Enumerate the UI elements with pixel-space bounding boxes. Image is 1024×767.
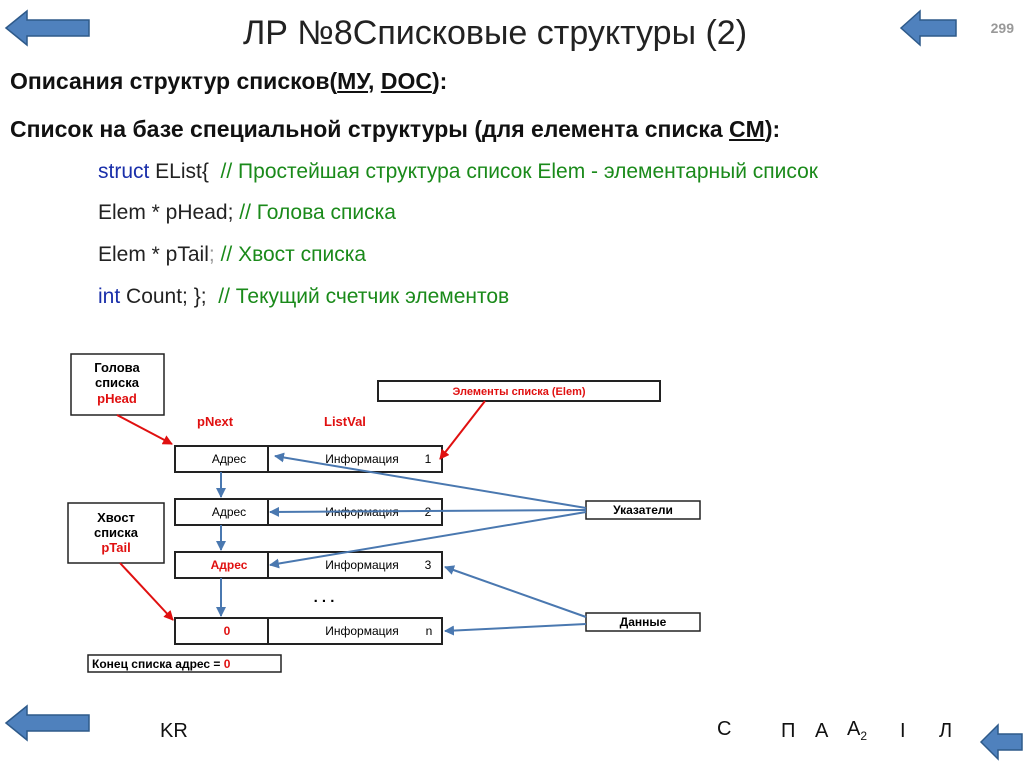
footer-kr-link[interactable]: KR bbox=[160, 720, 188, 742]
back-arrow-bottom-right[interactable] bbox=[978, 722, 1024, 762]
footer-link-i[interactable]: I bbox=[900, 720, 906, 742]
tail-box: Хвост списка pTail bbox=[67, 502, 165, 564]
ptail-arrow bbox=[119, 562, 174, 621]
heading-text: Описания структур списков( bbox=[10, 68, 338, 94]
back-arrow-top-right[interactable] bbox=[898, 8, 960, 48]
data-arrow-2 bbox=[444, 623, 587, 636]
heading-sep: , bbox=[368, 68, 381, 94]
code-comment: // Хвост списка bbox=[214, 243, 367, 266]
column-listval-label: ListVal bbox=[324, 414, 366, 429]
elements-label: Элементы списка (Elem) bbox=[377, 380, 661, 402]
element-info: Информация bbox=[325, 624, 398, 638]
pointers-label-text: Указатели bbox=[613, 503, 673, 517]
head-box-line1: Голова bbox=[94, 360, 140, 375]
element-index: 3 bbox=[425, 558, 432, 572]
code-comment: // Простейшая структура список Elem - эл… bbox=[220, 160, 818, 183]
ellipsis: . . . bbox=[314, 589, 335, 606]
head-box-line3: pHead bbox=[97, 391, 137, 406]
footer-link-l[interactable]: Л bbox=[939, 720, 953, 742]
heading-suffix: ): bbox=[764, 116, 781, 142]
list-element-n: 0 Информация n bbox=[174, 617, 443, 645]
elements-label-text: Элементы списка (Elem) bbox=[452, 386, 585, 398]
phead-arrow bbox=[116, 414, 173, 445]
element-address: 0 bbox=[224, 624, 231, 638]
page-number: 299 bbox=[990, 20, 1014, 36]
footer-link-a[interactable]: А bbox=[815, 720, 829, 742]
pointers-label: Указатели bbox=[585, 500, 701, 520]
list-element-3: Адрес Информация 3 bbox=[174, 551, 443, 579]
column-pnext-label: pNext bbox=[197, 414, 234, 429]
svg-text:Конец списка адрес = 0: Конец списка адрес = 0 bbox=[92, 657, 231, 671]
end-note-value: 0 bbox=[224, 657, 231, 671]
slide-title: ЛР №8Списковые структуры (2) bbox=[242, 14, 748, 52]
footer-link-p[interactable]: П bbox=[781, 720, 796, 742]
pointer-arrow-1 bbox=[274, 452, 587, 509]
element-index: 1 bbox=[425, 452, 432, 466]
code-text: EList{ bbox=[149, 160, 221, 183]
code-line-1: struct EList{ // Простейшая структура сп… bbox=[98, 160, 818, 184]
list-element-1: Адрес Информация 1 bbox=[174, 445, 443, 473]
code-comment: // Текущий счетчик элементов bbox=[218, 285, 510, 308]
link-cm[interactable]: CM bbox=[729, 116, 765, 142]
code-line-2: Elem * pHead; // Голова списка bbox=[98, 201, 396, 225]
heading-special-structure: Список на базе специальной структуры (дл… bbox=[10, 116, 780, 143]
heading-suffix: ): bbox=[431, 68, 448, 94]
data-arrow-1 bbox=[444, 565, 587, 618]
element-index: n bbox=[426, 624, 433, 638]
tail-box-line2: списка bbox=[94, 525, 139, 540]
element-address: Адрес bbox=[212, 505, 246, 519]
code-text: Count; }; bbox=[120, 285, 219, 308]
footer-link-a2-letter: А bbox=[847, 718, 861, 740]
footer-link-a2[interactable]: А2 bbox=[847, 718, 867, 743]
end-of-list-note: Конец списка адрес = 0 bbox=[87, 654, 282, 673]
element-info: Информация bbox=[325, 558, 398, 572]
back-arrow-top-left[interactable] bbox=[3, 8, 93, 48]
code-text: Elem * pHead; bbox=[98, 201, 240, 224]
head-box-line2: списка bbox=[95, 375, 140, 390]
tail-box-line1: Хвост bbox=[97, 510, 135, 525]
pointer-arrow-3 bbox=[269, 511, 587, 569]
element-address: Адрес bbox=[212, 452, 246, 466]
back-arrow-bottom-left[interactable] bbox=[3, 703, 93, 743]
code-comment: // Голова списка bbox=[239, 201, 396, 224]
element-info: Информация bbox=[325, 452, 398, 466]
head-box: Голова списка pHead bbox=[70, 353, 165, 416]
keyword-int: int bbox=[98, 285, 121, 308]
code-line-4: int Count; }; // Текущий счетчик элемент… bbox=[98, 285, 509, 309]
code-line-3: Elem * pTail; // Хвост списка bbox=[98, 243, 366, 267]
heading-descriptions: Описания структур списков(МУ, DOC): bbox=[10, 68, 447, 95]
link-mu[interactable]: МУ bbox=[337, 68, 369, 94]
data-label: Данные bbox=[585, 612, 701, 632]
code-semicolon: ; bbox=[208, 243, 215, 266]
end-note-text: Конец списка адрес = bbox=[92, 657, 224, 671]
link-doc[interactable]: DOC bbox=[380, 68, 432, 94]
footer-link-c[interactable]: С bbox=[717, 718, 732, 740]
heading-text: Список на базе специальной структуры (дл… bbox=[10, 116, 730, 142]
linked-list-diagram: Голова списка pHead Хвост списка pTail Э… bbox=[67, 353, 701, 673]
element-index: 2 bbox=[425, 505, 432, 519]
footer-link-a2-sub: 2 bbox=[860, 729, 868, 743]
element-address: Адрес bbox=[211, 558, 248, 572]
keyword-struct: struct bbox=[98, 160, 150, 183]
tail-box-line3: pTail bbox=[101, 540, 130, 555]
code-text: Elem * pTail bbox=[98, 243, 209, 266]
data-label-text: Данные bbox=[620, 615, 667, 629]
pointer-arrow-2 bbox=[269, 506, 587, 517]
elements-arrow bbox=[439, 400, 486, 460]
